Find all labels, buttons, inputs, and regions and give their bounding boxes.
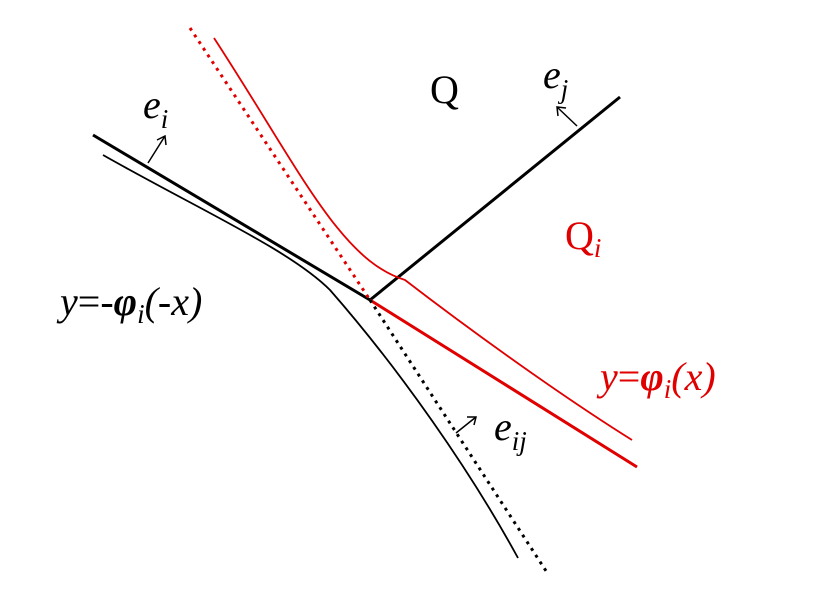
boundary-ray-right <box>369 95 621 302</box>
label-Q: Q <box>430 67 459 112</box>
label-ej: ej <box>543 52 568 104</box>
arrow-eij <box>455 416 477 434</box>
label-Qi: Qi <box>565 213 601 263</box>
arrow-ei <box>147 134 167 164</box>
red-boundary-ray <box>369 298 638 469</box>
red-curve <box>213 37 633 441</box>
label-left-curve: y=-φi(-x) <box>56 279 202 329</box>
black-dotted-line <box>368 299 550 575</box>
black-curve <box>102 154 519 559</box>
label-ei: ei <box>143 82 168 134</box>
label-right-curve: y=φi(x) <box>596 354 716 404</box>
boundary-ray-left <box>92 133 371 302</box>
arrow-ej <box>556 106 578 127</box>
label-eij: eij <box>494 404 527 456</box>
